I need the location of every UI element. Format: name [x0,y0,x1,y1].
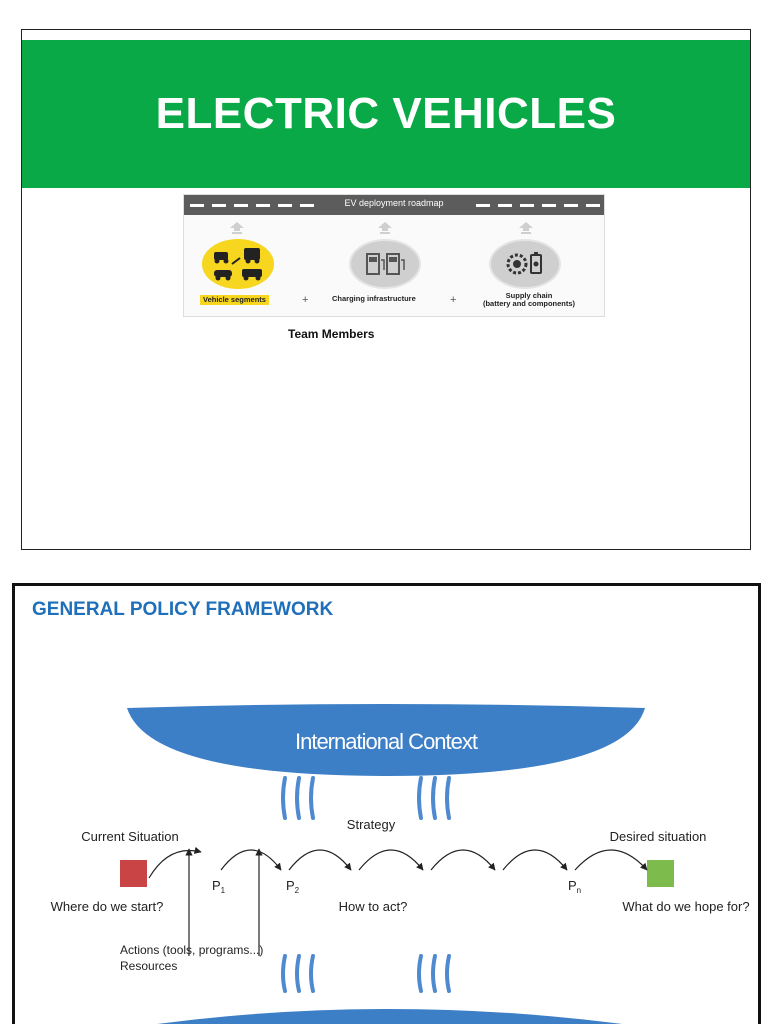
actions-label: Actions (tools, programs...) [120,943,263,957]
up-arrow-icon [230,222,244,234]
current-situation-box [120,860,147,887]
title-banner: ELECTRIC VEHICLES [22,40,750,188]
international-context-label: International Context [295,729,478,754]
how-to-act-label: How to act? [339,899,408,914]
plus-sign: + [450,294,457,306]
desired-situation-label: Desired situation [610,829,707,844]
up-arrow-icon [378,222,392,234]
slide-policy-framework: GENERAL POLICY FRAMEWORK International C… [12,583,761,1024]
action-arrows [185,848,263,956]
policy-framework-diagram: International Context Strategy Current S… [51,704,750,1024]
strategy-label: Strategy [347,817,396,832]
vehicle-segments-icon [202,239,274,289]
roadmap-header: EV deployment roadmap [324,198,464,208]
current-situation-label: Current Situation [81,829,179,844]
team-members-label: Team Members [288,327,375,341]
international-context-shape [127,704,645,776]
charging-infrastructure-label: Charging infrastructure [332,294,416,303]
lower-context-shape [156,1009,623,1024]
supply-chain-label: Supply chain (battery and components) [482,291,576,308]
p1-label: P1 [212,878,226,895]
slide-title: ELECTRIC VEHICLES [155,89,617,138]
charging-infrastructure-icon [349,239,421,289]
influence-lines-top [281,776,451,820]
slide-title: GENERAL POLICY FRAMEWORK [32,599,334,620]
where-start-label: Where do we start? [51,899,164,914]
pn-label: Pn [568,878,581,895]
resources-label: Resources [120,959,177,973]
plus-sign: + [302,294,309,306]
ev-roadmap-graphic: EV deployment roadmap [183,194,605,317]
influence-lines-bottom [281,954,451,993]
hope-for-label: What do we hope for? [622,899,749,914]
slide-electric-vehicles: ELECTRIC VEHICLES EV deployment roadmap [21,29,751,550]
p2-label: P2 [286,878,300,895]
up-arrow-icon [519,222,533,234]
roadmap-road: EV deployment roadmap [184,195,604,215]
vehicle-segments-label: Vehicle segments [200,295,269,305]
strategy-arcs [148,846,648,879]
desired-situation-box [647,860,674,887]
supply-chain-icon [489,239,561,289]
